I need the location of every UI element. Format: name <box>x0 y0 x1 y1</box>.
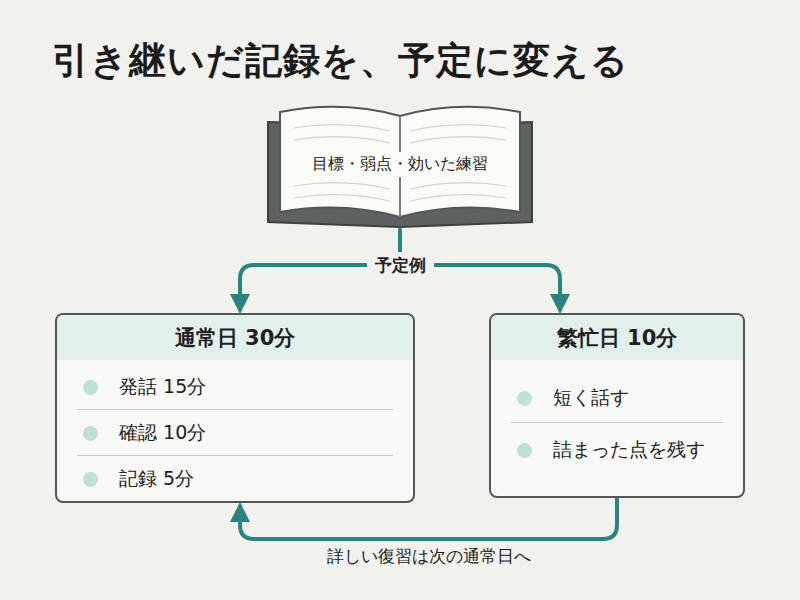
book-part <box>294 137 390 143</box>
book-part <box>294 183 390 189</box>
bullet-dot <box>83 472 98 487</box>
book-part <box>410 125 506 131</box>
flow-arrow <box>240 499 617 539</box>
edge-label: 予定例 <box>367 252 434 279</box>
schedule-item: 短く話す <box>491 373 743 423</box>
edge-label: 詳しい復習は次の通常日へ <box>327 545 531 568</box>
diagram-title: 引き継いだ記録を、予定に変える <box>52 36 629 86</box>
row-divider <box>77 409 393 410</box>
book-part <box>294 195 390 201</box>
schedule-item: 詰まった点を残す <box>491 425 743 475</box>
node-text: 目標・弱点・効いた練習 <box>307 152 493 177</box>
schedule-item: 記録 5分 <box>57 456 413 502</box>
bullet-dot <box>517 391 532 406</box>
bullet-dot <box>83 380 98 395</box>
box-header: 通常日 30分 <box>57 315 413 360</box>
bullet-dot <box>83 426 98 441</box>
book-part <box>294 125 390 131</box>
schedule-box: 通常日 30分発話 15分確認 10分記録 5分 <box>55 313 415 503</box>
bullet-dot <box>517 443 532 458</box>
book-part <box>410 137 506 143</box>
schedule-item: 発話 15分 <box>57 364 413 410</box>
schedule-box: 繁忙日 10分短く話す詰まった点を残す <box>489 313 745 498</box>
node-text: 短く話す <box>553 385 629 411</box>
schedule-item: 確認 10分 <box>57 410 413 456</box>
box-header: 繁忙日 10分 <box>491 315 743 360</box>
book-part <box>410 195 506 201</box>
box-heading: 通常日 30分 <box>175 324 296 352</box>
row-divider <box>77 455 393 456</box>
node-text: 詰まった点を残す <box>553 437 705 463</box>
box-heading: 繁忙日 10分 <box>557 324 678 352</box>
node-text: 記録 5分 <box>119 466 194 492</box>
node-text: 発話 15分 <box>119 374 206 400</box>
node-text: 確認 10分 <box>119 420 206 446</box>
book-node: 目標・弱点・効いた練習 <box>262 100 538 228</box>
book-part <box>410 183 506 189</box>
row-divider <box>511 422 723 423</box>
